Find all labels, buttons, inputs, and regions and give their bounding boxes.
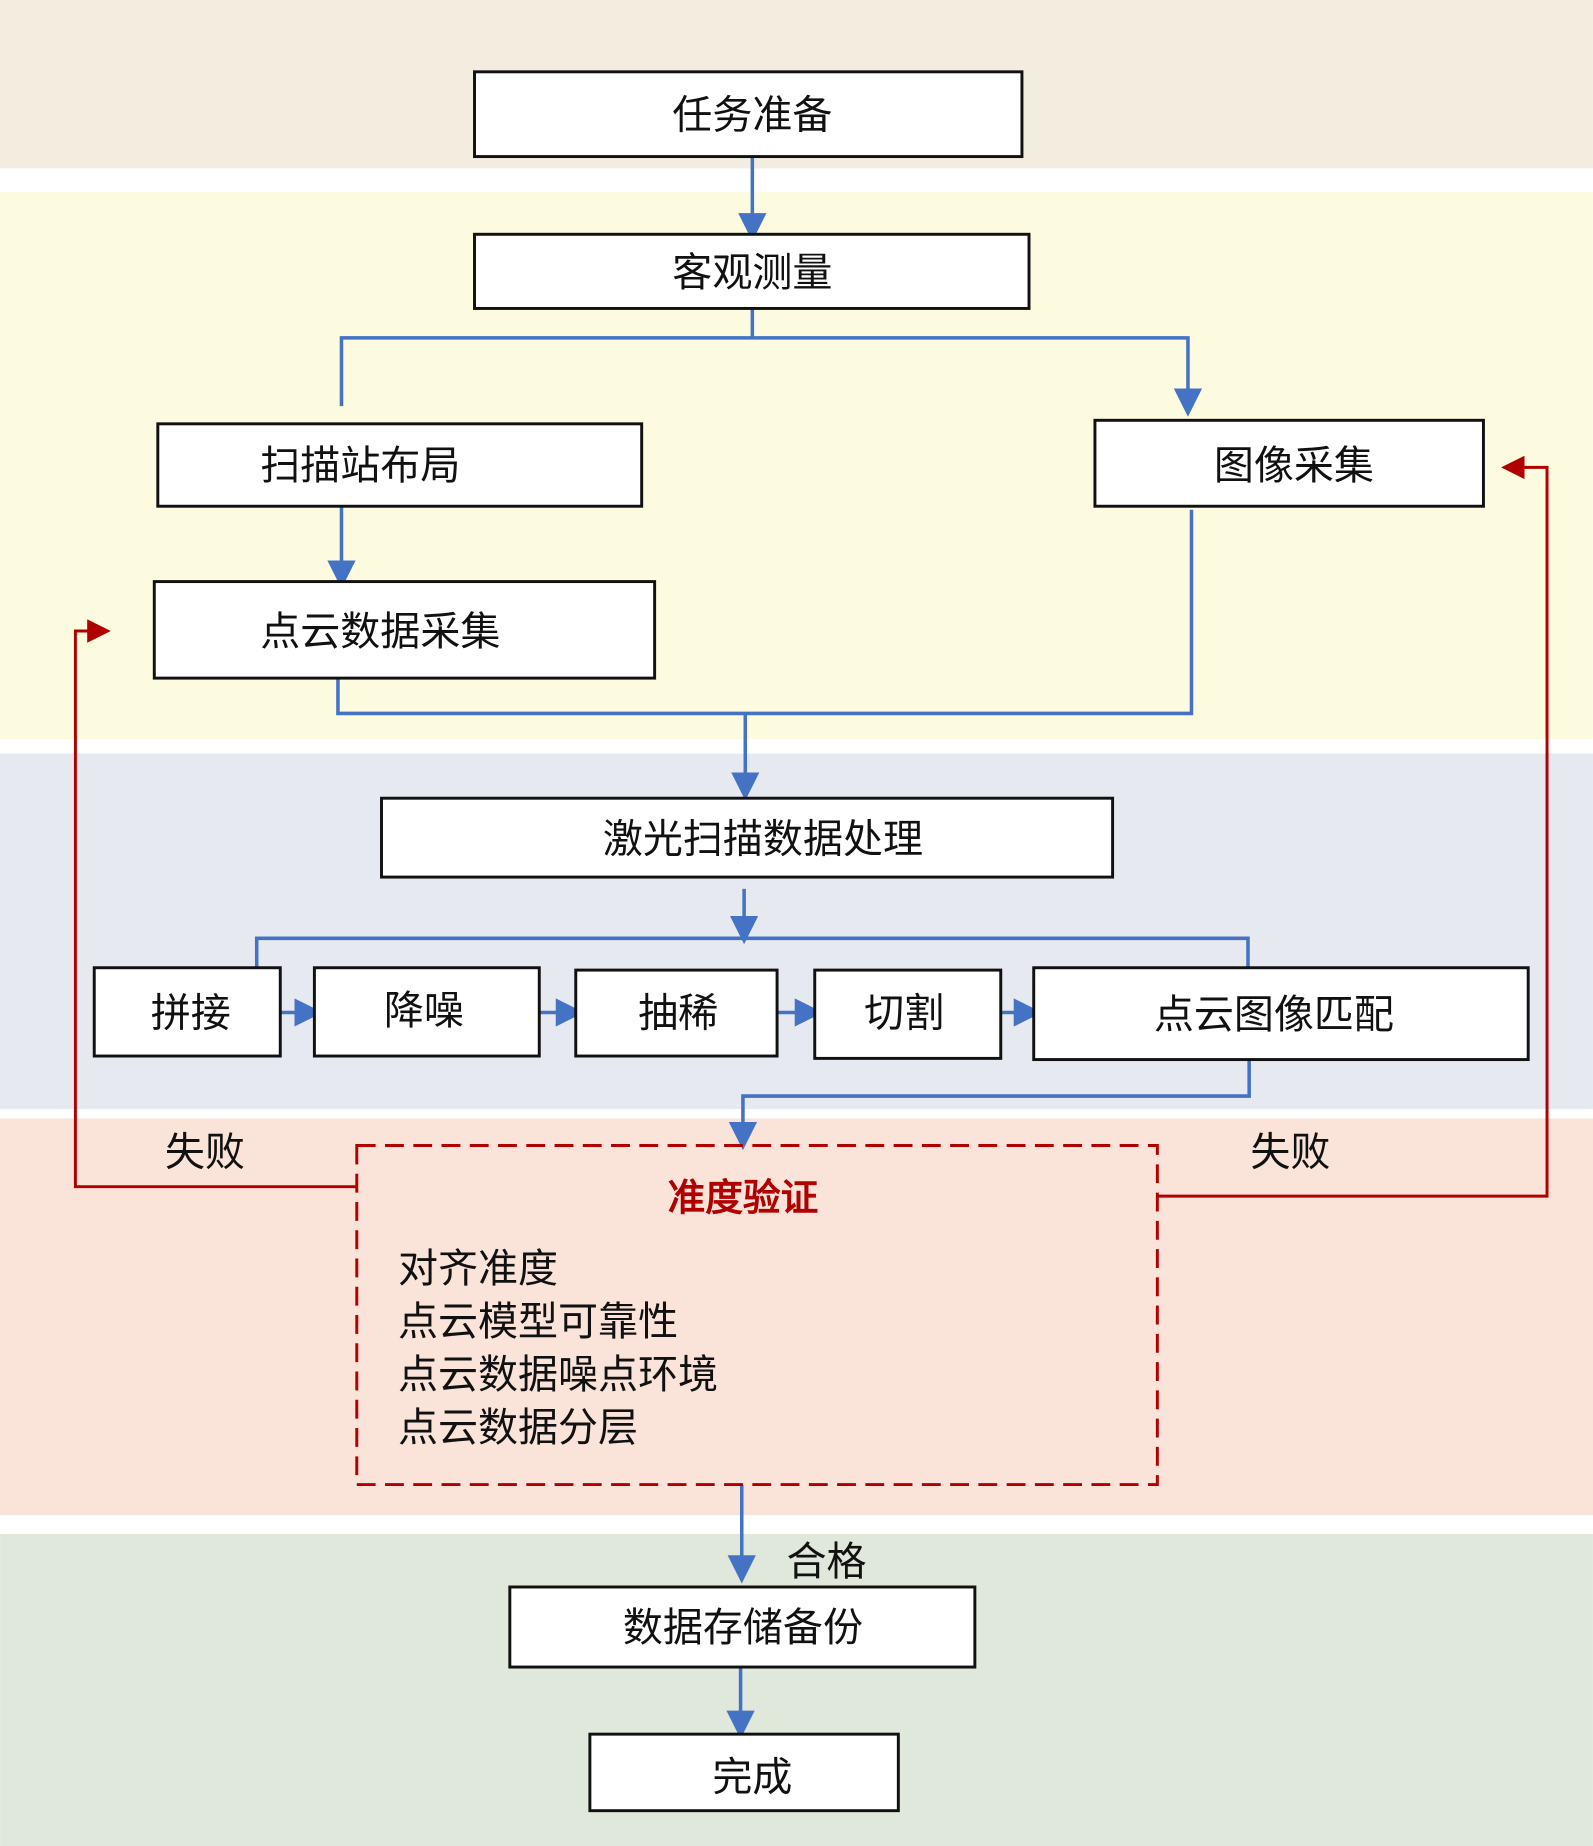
node-label: 切割 [864,991,944,1037]
node-thinning[interactable]: 抽稀 [574,968,779,1058]
node-laser-processing[interactable]: 激光扫描数据处理 [380,796,1115,879]
node-label: 拼接 [151,991,231,1037]
node-label: 客观测量 [672,250,832,296]
node-scan-station-layout[interactable]: 扫描站布局 [156,422,644,508]
node-label: 扫描站布局 [260,443,460,489]
node-image-capture[interactable]: 图像采集 [1093,418,1485,508]
pass-label: 合格 [786,1539,866,1585]
node-stitching[interactable]: 拼接 [92,966,282,1058]
node-label: 点云数据采集 [260,609,500,655]
validation-item: 点云模型可靠性 [398,1299,678,1345]
node-cloud-image-match[interactable]: 点云图像匹配 [1032,966,1530,1062]
fail-label-left: 失败 [165,1130,245,1176]
band-validation [0,1118,1593,1516]
node-task-prep[interactable]: 任务准备 [473,70,1024,159]
node-accuracy-validation[interactable]: 准度验证 对齐准度 点云模型可靠性 点云数据噪点环境 点云数据分层 [355,1144,1159,1487]
fail-label-right: 失败 [1250,1130,1330,1176]
node-label: 任务准备 [672,92,832,138]
node-label: 激光扫描数据处理 [603,816,923,862]
node-denoise[interactable]: 降噪 [312,966,541,1058]
node-objective-measure[interactable]: 客观测量 [473,232,1031,310]
node-label: 抽稀 [638,991,718,1037]
node-label: 完成 [712,1755,792,1801]
node-label: 点云图像匹配 [1154,992,1394,1038]
node-done[interactable]: 完成 [588,1732,900,1813]
validation-title: 准度验证 [668,1175,819,1219]
node-label: 图像采集 [1214,443,1374,489]
validation-item: 对齐准度 [398,1246,558,1292]
node-label: 降噪 [384,988,464,1034]
node-cutting[interactable]: 切割 [813,968,1003,1060]
node-storage-backup[interactable]: 数据存储备份 [508,1585,977,1669]
node-point-cloud-capture[interactable]: 点云数据采集 [152,580,657,680]
node-label: 数据存储备份 [623,1605,863,1651]
validation-item: 点云数据分层 [398,1405,638,1451]
flow-connectors [254,156,1251,1739]
fail-feedback-lines [73,455,1549,1198]
validation-item: 点云数据噪点环境 [398,1352,718,1398]
